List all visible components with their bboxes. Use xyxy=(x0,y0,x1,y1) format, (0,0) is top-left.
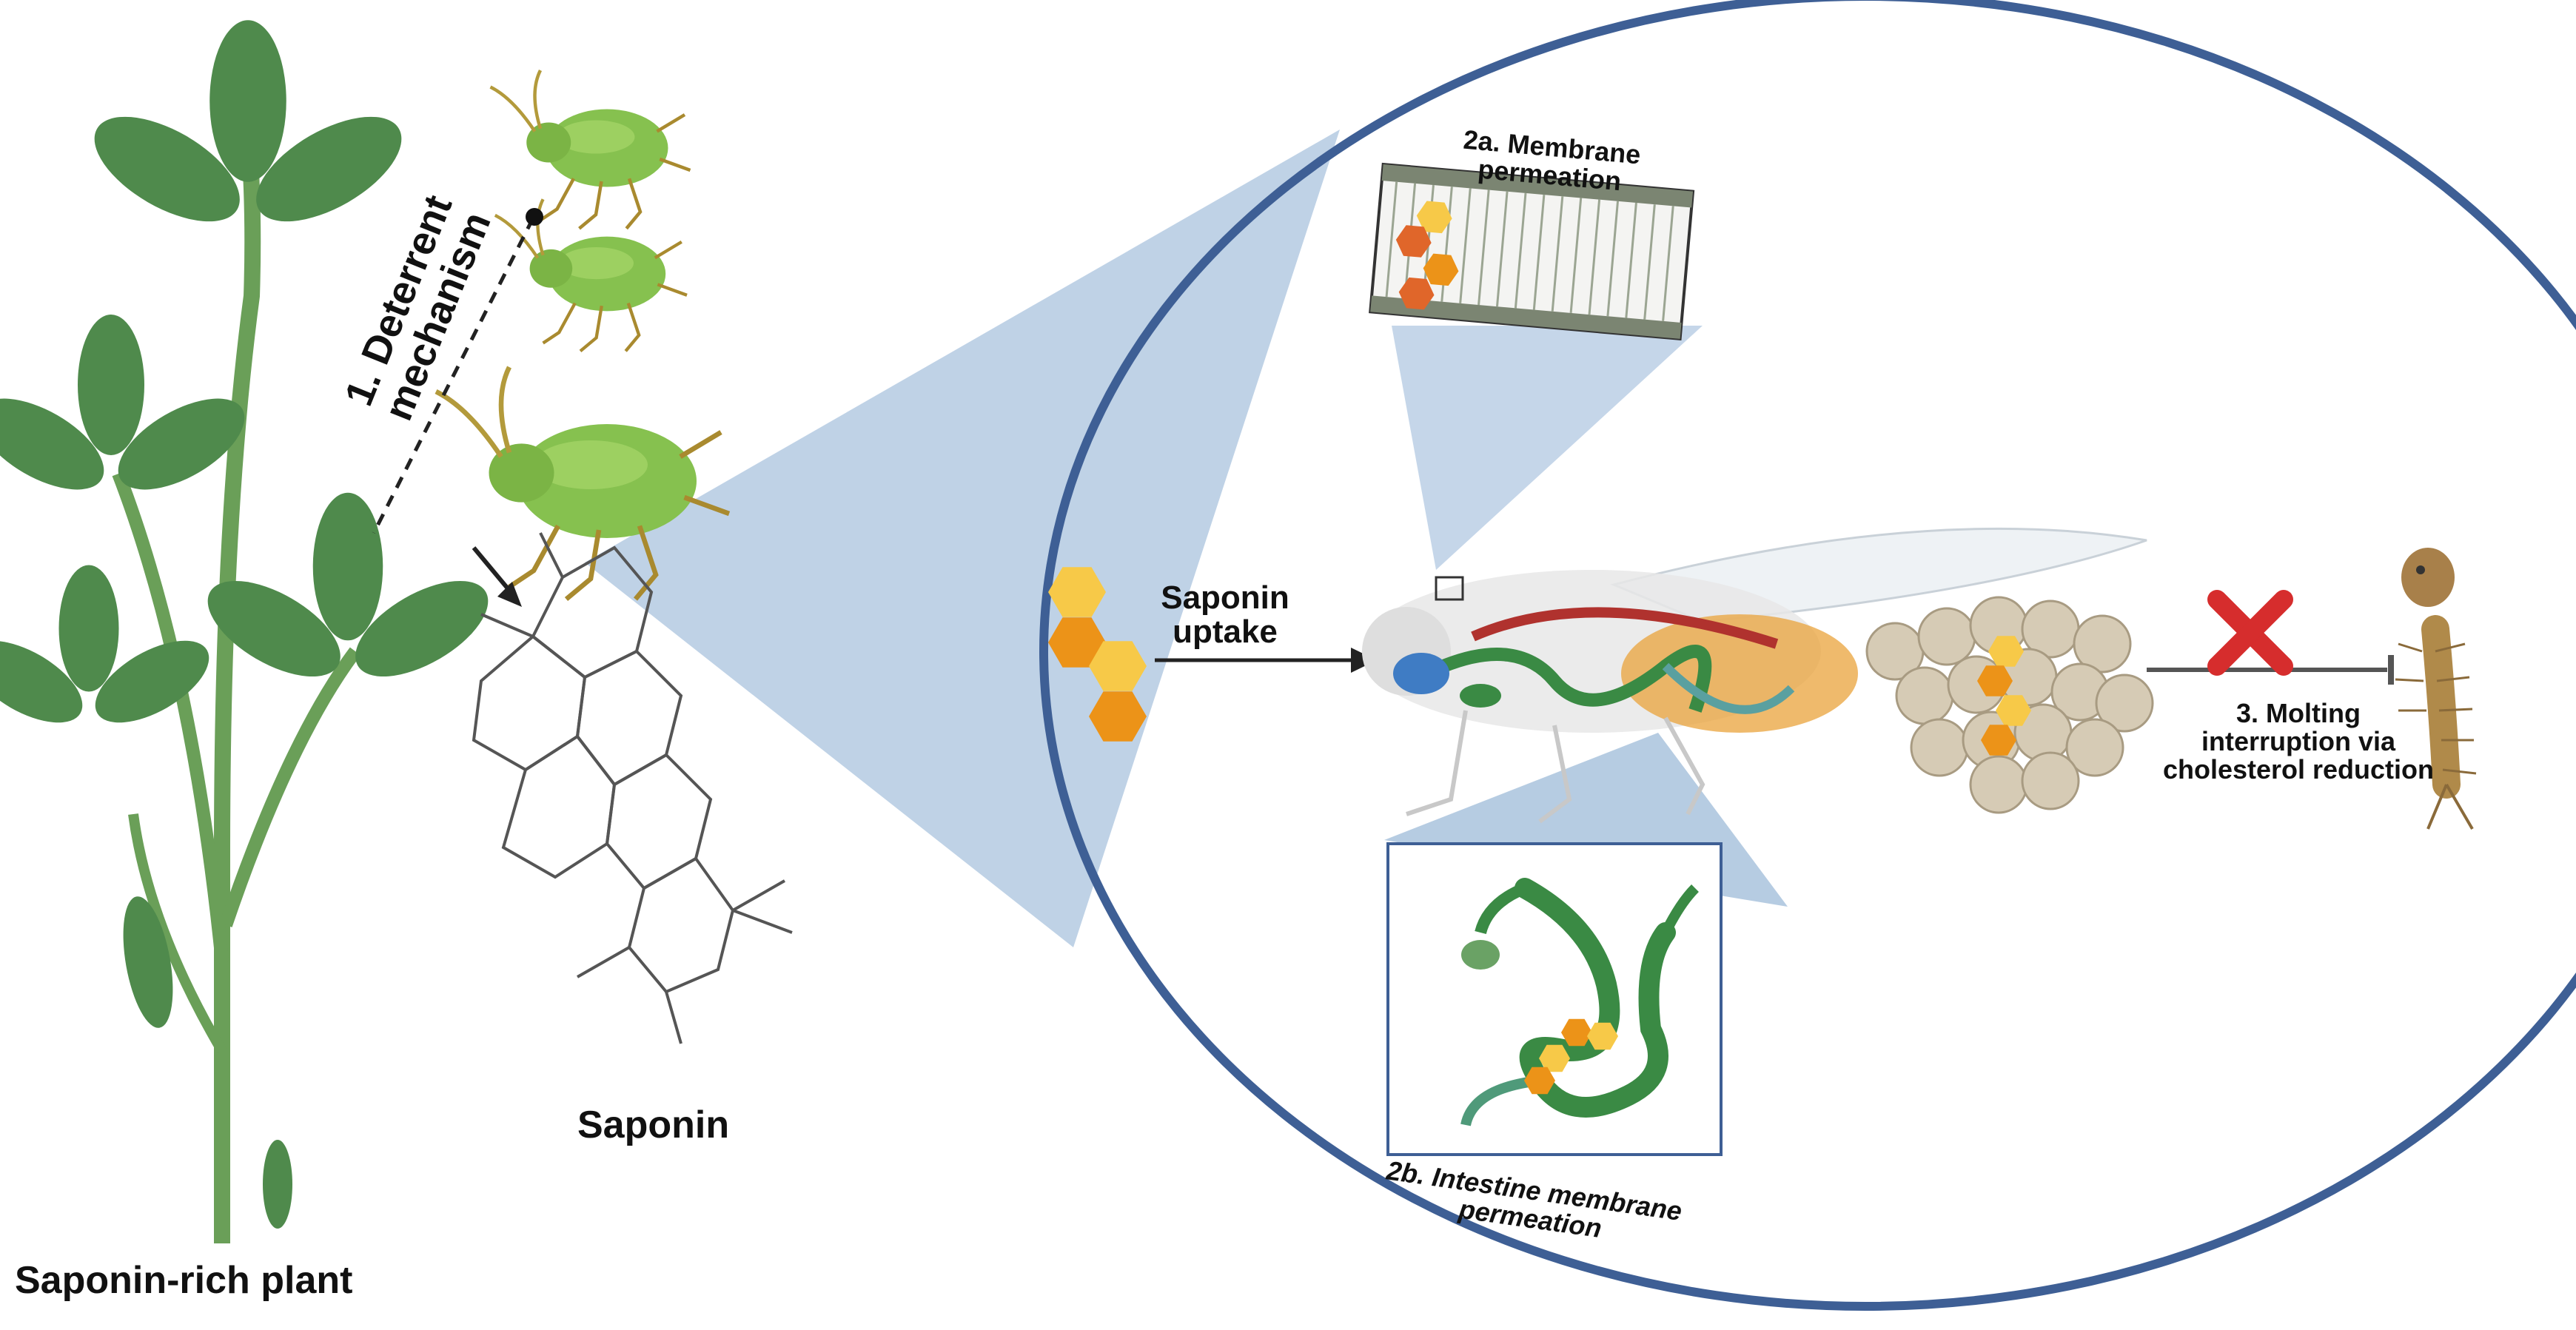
saponin-molecule-icon xyxy=(472,532,793,1044)
aphid-zoom-projection xyxy=(585,130,1340,947)
uptake-label-line2: uptake xyxy=(1173,614,1278,651)
inhibition-x-icon xyxy=(2207,590,2293,676)
aphid-icon xyxy=(495,199,687,351)
deterrent-dashed-line xyxy=(372,217,535,534)
molting-label-line3: cholesterol reduction xyxy=(2162,753,2435,785)
membrane-zoom-projection xyxy=(1392,326,1703,570)
larva-icon xyxy=(2395,548,2477,830)
intestine-panel xyxy=(1386,842,1723,1156)
molting-label-line2: interruption via xyxy=(2201,725,2396,756)
membrane-bilayer-panel xyxy=(1369,162,1695,341)
uptake-label: Saponin uptake xyxy=(1144,580,1307,651)
aphid-to-molecule-arrow xyxy=(472,546,513,594)
clover-plant-icon xyxy=(0,20,503,1243)
deterrent-line-end-dot xyxy=(526,208,543,226)
plant-label: Saponin-rich plant xyxy=(15,1259,353,1302)
fly-anatomy-icon xyxy=(1362,527,2147,824)
molting-interruption-label: 3. Molting interruption via cholesterol … xyxy=(2143,699,2454,783)
molting-label-line1: 3. Molting xyxy=(2236,698,2361,728)
uptake-label-line1: Saponin xyxy=(1161,580,1289,616)
aphid-to-molecule-arrowhead xyxy=(497,582,522,607)
saponin-label: Saponin xyxy=(577,1104,730,1146)
zoom-circle xyxy=(1039,0,2576,1311)
egg-cluster-icon xyxy=(1865,596,2154,814)
aphid-icon xyxy=(491,70,691,229)
